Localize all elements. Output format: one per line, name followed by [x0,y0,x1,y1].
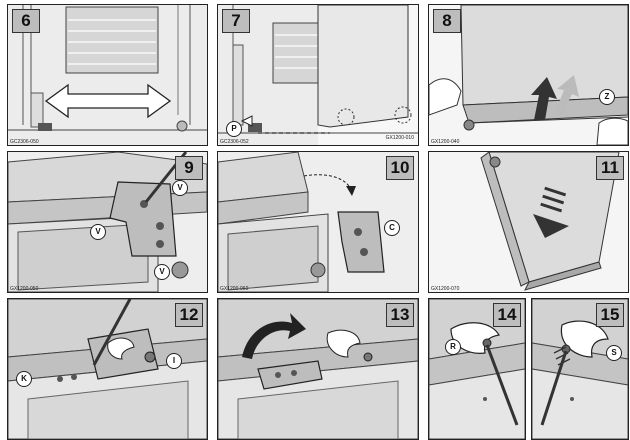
step-8-code: GX1200-040 [431,139,459,145]
step-6-number: 6 [12,9,40,33]
step-8-panel: 8 Z GX1200-040 [428,4,629,146]
callout-s: S [606,345,622,361]
step-6-code: GC2306-050 [10,139,39,145]
step-15-panel: 15 S [531,298,629,440]
step-11-panel: 11 GX1200-070 [428,151,629,293]
step-12-number: 12 [175,303,203,327]
callout-i: I [166,353,182,369]
step-11-code: GX1200-070 [431,286,459,292]
callout-v-1: V [172,180,188,196]
step-14-panel: 14 R [428,298,526,440]
step-10-number: 10 [386,156,414,180]
step-10-panel: 10 C GX1200-060 [217,151,419,293]
callout-z: Z [599,89,615,105]
step-9-code: GX1200-050 [10,286,38,292]
step-6-panel: 6 GC2306-050 [7,4,208,146]
step-7-code-2: GX1200-010 [386,135,414,141]
step-7-code: GC2306-052 [220,139,249,145]
step-14-number: 14 [493,303,521,327]
step-15-number: 15 [596,303,624,327]
step-9-number: 9 [175,156,203,180]
callout-c: C [384,220,400,236]
step-7-number: 7 [222,9,250,33]
callout-v-3: V [154,264,170,280]
step-9-panel: 9 V V V GX1200-050 [7,151,208,293]
callout-p: P [226,121,242,137]
callout-v-2: V [90,224,106,240]
step-8-number: 8 [433,9,461,33]
step-13-number: 13 [386,303,414,327]
step-7-panel: 7 P GC2306-052 GX1200-010 [217,4,419,146]
step-10-code: GX1200-060 [220,286,248,292]
callout-r: R [445,339,461,355]
callout-k: K [16,371,32,387]
step-12-panel: 12 K I [7,298,208,440]
step-11-number: 11 [596,156,624,180]
step-13-panel: 13 [217,298,419,440]
